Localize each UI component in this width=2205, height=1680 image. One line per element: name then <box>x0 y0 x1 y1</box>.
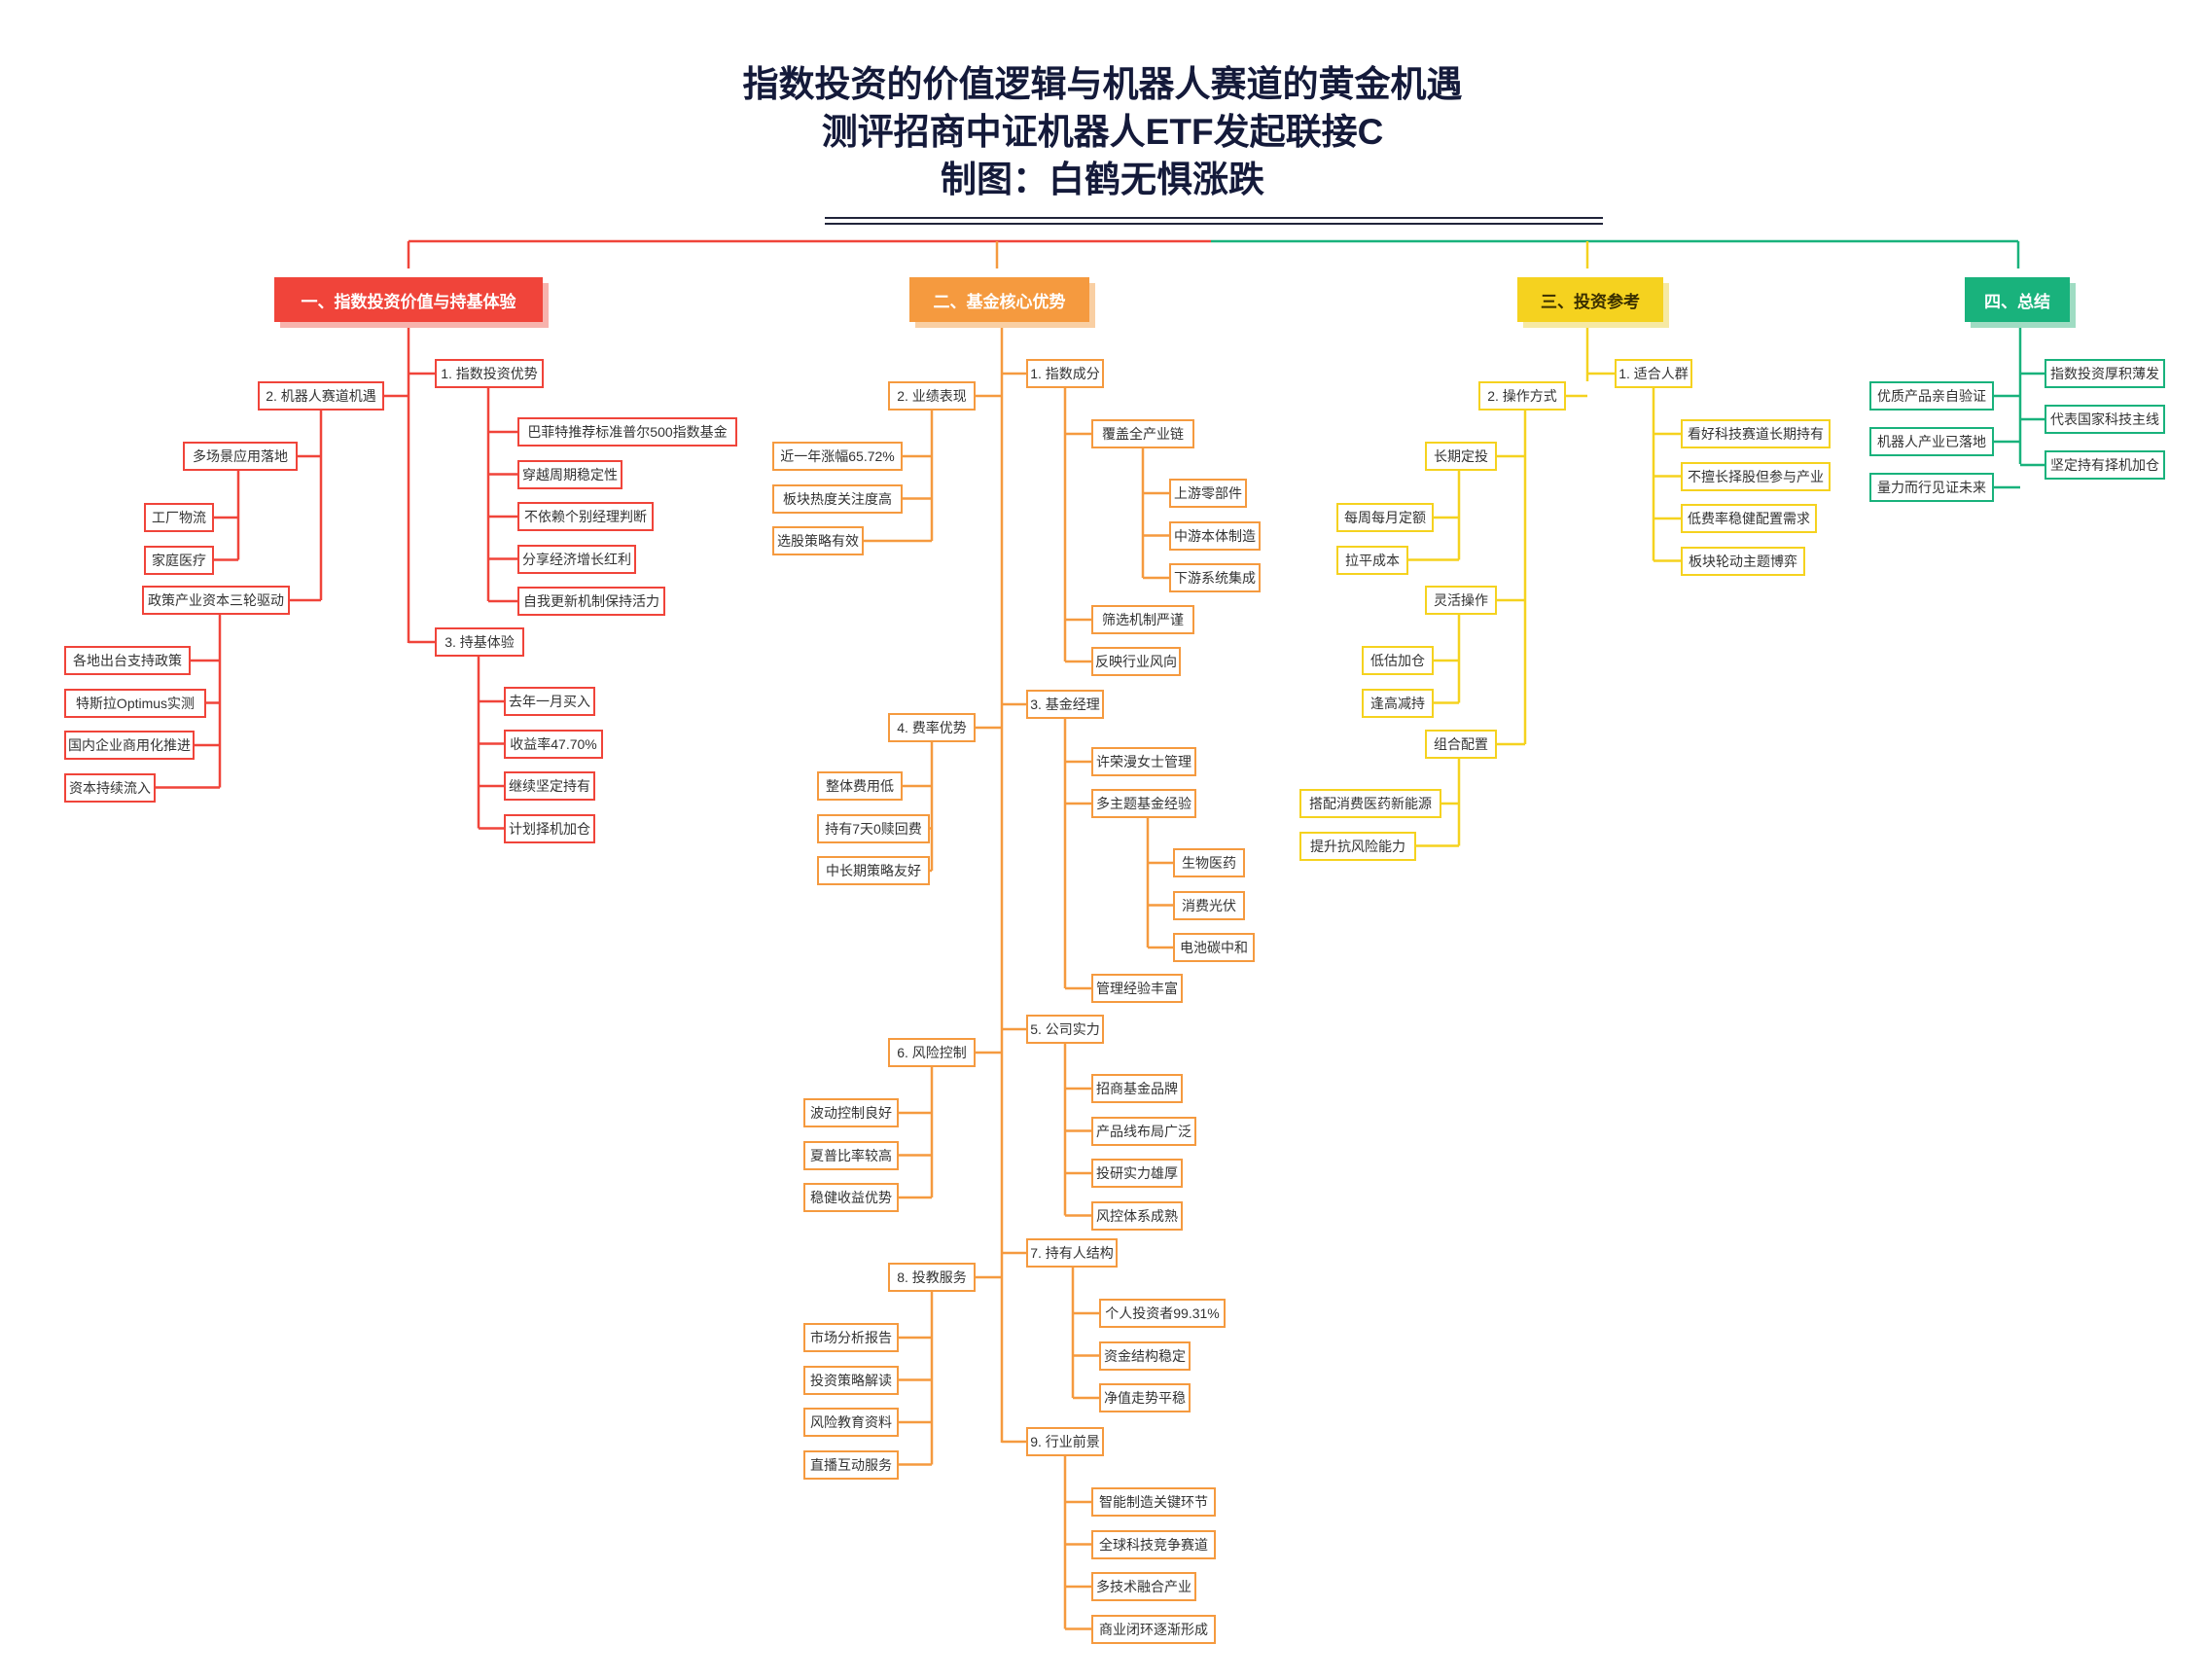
topic-node[interactable]: 搭配消费医药新能源 <box>1299 789 1441 818</box>
topic-node[interactable]: 3. 持基体验 <box>435 627 524 657</box>
topic-node[interactable]: 3. 基金经理 <box>1026 690 1104 719</box>
topic-node[interactable]: 持有7天0赎回费 <box>817 813 930 843</box>
topic-node[interactable]: 提升抗风险能力 <box>1299 831 1416 861</box>
topic-node[interactable]: 2. 业绩表现 <box>888 381 976 411</box>
topic-node[interactable]: 每周每月定额 <box>1336 503 1434 532</box>
topic-node[interactable]: 多场景应用落地 <box>183 442 298 471</box>
topic-node[interactable]: 继续坚定持有 <box>504 771 595 801</box>
topic-node[interactable]: 不依赖个别经理判断 <box>517 502 654 531</box>
topic-node[interactable]: 近一年涨幅65.72% <box>772 442 903 471</box>
topic-node[interactable]: 2. 操作方式 <box>1478 381 1566 411</box>
topic-node[interactable]: 去年一月买入 <box>504 687 595 716</box>
topic-node[interactable]: 机器人产业已落地 <box>1869 427 1994 456</box>
topic-node[interactable]: 招商基金品牌 <box>1091 1074 1183 1103</box>
branch-root[interactable]: 二、基金核心优势 <box>909 277 1089 322</box>
topic-node[interactable]: 上游零部件 <box>1169 479 1247 508</box>
topic-node[interactable]: 电池碳中和 <box>1173 933 1255 962</box>
branch-root[interactable]: 四、总结 <box>1965 277 2070 322</box>
title-underline-1 <box>825 217 1603 219</box>
topic-node[interactable]: 选股策略有效 <box>772 526 864 555</box>
topic-node[interactable]: 4. 费率优势 <box>888 713 976 742</box>
topic-node[interactable]: 各地出台支持政策 <box>64 646 191 675</box>
topic-node[interactable]: 全球科技竞争赛道 <box>1091 1529 1216 1559</box>
topic-node[interactable]: 特斯拉Optimus实测 <box>64 688 206 718</box>
topic-node[interactable]: 优质产品亲自验证 <box>1869 381 1994 411</box>
topic-node[interactable]: 生物医药 <box>1173 848 1245 877</box>
topic-node[interactable]: 政策产业资本三轮驱动 <box>142 586 290 615</box>
topic-node[interactable]: 7. 持有人结构 <box>1026 1238 1118 1268</box>
topic-node[interactable]: 1. 指数成分 <box>1026 359 1104 388</box>
topic-node[interactable]: 长期定投 <box>1425 442 1497 471</box>
topic-node[interactable]: 个人投资者99.31% <box>1099 1299 1226 1328</box>
topic-node[interactable]: 国内企业商用化推进 <box>64 731 195 760</box>
topic-node[interactable]: 2. 机器人赛道机遇 <box>258 381 384 411</box>
topic-node[interactable]: 家庭医疗 <box>144 545 214 575</box>
topic-node[interactable]: 下游系统集成 <box>1169 563 1261 592</box>
topic-node[interactable]: 投资策略解读 <box>803 1365 899 1395</box>
topic-node[interactable]: 许荣漫女士管理 <box>1091 747 1196 776</box>
topic-node[interactable]: 商业闭环逐渐形成 <box>1091 1614 1216 1644</box>
topic-node[interactable]: 指数投资厚积薄发 <box>2045 359 2165 388</box>
branch-root[interactable]: 一、指数投资价值与持基体验 <box>274 277 543 322</box>
topic-node[interactable]: 工厂物流 <box>144 503 214 532</box>
topic-node[interactable]: 8. 投教服务 <box>888 1263 976 1292</box>
topic-node[interactable]: 智能制造关键环节 <box>1091 1487 1216 1517</box>
topic-node[interactable]: 9. 行业前景 <box>1026 1427 1104 1456</box>
topic-node[interactable]: 风险教育资料 <box>803 1408 899 1437</box>
topic-node[interactable]: 净值走势平稳 <box>1099 1383 1191 1412</box>
topic-node[interactable]: 夏普比率较高 <box>803 1140 899 1170</box>
topic-node[interactable]: 低费率稳健配置需求 <box>1681 504 1817 533</box>
topic-node[interactable]: 6. 风险控制 <box>888 1038 976 1067</box>
topic-node[interactable]: 代表国家科技主线 <box>2045 405 2165 434</box>
topic-node[interactable]: 逢高减持 <box>1362 688 1434 718</box>
topic-node[interactable]: 风控体系成熟 <box>1091 1200 1183 1231</box>
topic-node[interactable]: 中游本体制造 <box>1169 520 1261 551</box>
topic-node[interactable]: 资本持续流入 <box>64 772 156 803</box>
topic-node[interactable]: 资金结构稳定 <box>1099 1340 1191 1371</box>
topic-node[interactable]: 巴菲特推荐标准普尔500指数基金 <box>517 417 737 447</box>
topic-node[interactable]: 多主题基金经验 <box>1091 789 1196 818</box>
topic-node[interactable]: 灵活操作 <box>1425 586 1497 615</box>
topic-node[interactable]: 自我更新机制保持活力 <box>517 587 665 616</box>
title-line-main: 指数投资的价值逻辑与机器人赛道的黄金机遇 <box>742 64 1463 104</box>
topic-node[interactable]: 市场分析报告 <box>803 1323 899 1352</box>
topic-node[interactable]: 板块热度关注度高 <box>772 483 903 514</box>
topic-node[interactable]: 稳健收益优势 <box>803 1183 899 1212</box>
topic-node[interactable]: 消费光伏 <box>1173 890 1245 920</box>
topic-node[interactable]: 管理经验丰富 <box>1091 974 1183 1003</box>
topic-node[interactable]: 1. 指数投资优势 <box>435 359 544 388</box>
topic-node[interactable]: 量力而行见证未来 <box>1869 473 1994 502</box>
title-line-sub: 测评招商中证机器人ETF发起联接C <box>821 112 1384 152</box>
topic-node[interactable]: 板块轮动主题博弈 <box>1681 546 1805 576</box>
topic-node[interactable]: 5. 公司实力 <box>1026 1015 1104 1044</box>
topic-node[interactable]: 收益率47.70% <box>504 729 603 759</box>
topic-node[interactable]: 坚定持有择机加仓 <box>2045 450 2165 480</box>
topic-node[interactable]: 反映行业风向 <box>1091 647 1181 676</box>
topic-node[interactable]: 多技术融合产业 <box>1091 1572 1196 1601</box>
topic-node[interactable]: 筛选机制严谨 <box>1091 605 1194 634</box>
topic-node[interactable]: 组合配置 <box>1425 730 1497 759</box>
topic-node[interactable]: 不擅长择股但参与产业 <box>1681 461 1831 491</box>
branch-root[interactable]: 三、投资参考 <box>1517 277 1663 322</box>
topic-node[interactable]: 低估加仓 <box>1362 646 1434 675</box>
topic-node[interactable]: 波动控制良好 <box>803 1098 899 1127</box>
topic-node[interactable]: 计划择机加仓 <box>504 813 595 843</box>
topic-node[interactable]: 直播互动服务 <box>803 1449 899 1480</box>
topic-node[interactable]: 中长期策略友好 <box>817 856 930 885</box>
topic-node[interactable]: 看好科技赛道长期持有 <box>1681 419 1831 448</box>
topic-node[interactable]: 拉平成本 <box>1336 545 1408 575</box>
title-underline-2 <box>825 223 1603 225</box>
diagram-title: 指数投资的价值逻辑与机器人赛道的黄金机遇 测评招商中证机器人ETF发起联接C 制… <box>0 60 2205 203</box>
topic-node[interactable]: 投研实力雄厚 <box>1091 1159 1183 1188</box>
topic-node[interactable]: 产品线布局广泛 <box>1091 1116 1196 1146</box>
topic-node[interactable]: 整体费用低 <box>817 771 903 801</box>
topic-node[interactable]: 穿越周期稳定性 <box>517 459 622 489</box>
topic-node[interactable]: 覆盖全产业链 <box>1091 419 1194 448</box>
topic-node[interactable]: 1. 适合人群 <box>1615 359 1692 388</box>
topic-node[interactable]: 分享经济增长红利 <box>517 544 636 574</box>
title-line-author: 制图：白鹤无惧涨跌 <box>941 160 1264 199</box>
